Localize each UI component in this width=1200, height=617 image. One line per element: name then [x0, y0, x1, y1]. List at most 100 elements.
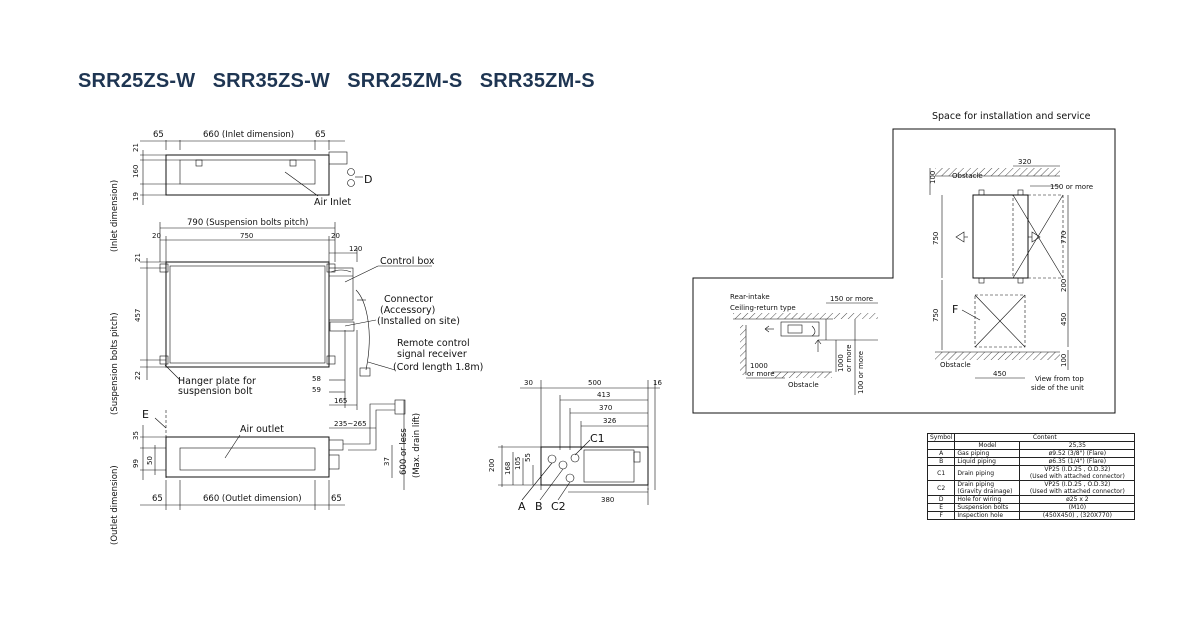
service-space: Space for installation and service Rear-…	[692, 111, 1116, 414]
label-a: A	[518, 500, 526, 513]
dim-100-bottom: 100	[1060, 354, 1068, 367]
spec-item: Hole for wiring	[954, 495, 1021, 504]
dim-320: 320	[1018, 158, 1031, 166]
side-view: 30 500 16 413 370 326 C1 200 168 105 55 …	[488, 379, 662, 513]
dim-20-left: 20	[152, 232, 161, 240]
dim-150-more-a: 150 or more	[830, 295, 873, 303]
dim-750: 750	[240, 232, 253, 240]
dim-326: 326	[603, 417, 617, 425]
dim-200-side: 200	[488, 459, 496, 472]
view-note-2: side of the unit	[1031, 384, 1084, 392]
spec-table: Symbol Content Model 25,35 A Gas piping …	[926, 433, 1136, 520]
label-remote-3: (Cord length 1.8m)	[393, 362, 483, 373]
dim-380: 380	[601, 496, 614, 504]
label-air-outlet: Air outlet	[240, 424, 284, 435]
label-obstacle-bottom: Obstacle	[940, 361, 971, 369]
spec-header-row: Symbol Content	[926, 433, 1136, 442]
dim-65-left-bottom: 65	[152, 494, 163, 504]
dim-370: 370	[599, 404, 612, 412]
dim-235-265: 235~265	[334, 420, 367, 428]
table-row: Model 25,35	[926, 441, 1136, 450]
spec-content: ø9.52 (3/8") (Flare)	[1019, 449, 1136, 458]
dim-19-top: 19	[132, 192, 140, 201]
spec-item-note: (Gravity drainage)	[957, 488, 1013, 495]
table-row: F Inspection hole (450X450) , (320X770)	[926, 511, 1136, 520]
top-view-space: Obstacle 320 100 150 or more 750 770	[929, 158, 1093, 392]
spec-content-note: (Used with attached connector)	[1029, 488, 1125, 495]
label-control-box: Control box	[380, 256, 435, 267]
dim-30: 30	[524, 379, 533, 387]
label-c2: C2	[551, 500, 566, 513]
spec-header-content: Content	[954, 433, 1136, 442]
label-obstacle-a: Obstacle	[788, 381, 819, 389]
spec-item: Drain piping	[957, 481, 995, 488]
dim-450-h: 450	[993, 370, 1006, 378]
spec-symbol: B	[926, 457, 956, 466]
dim-750-top: 750	[932, 232, 940, 245]
dim-105: 105	[514, 457, 522, 470]
spec-content: 25,35	[1019, 441, 1136, 450]
dim-max-drain: (Max. drain lift)	[412, 413, 422, 478]
label-connector-2: (Accessory)	[380, 305, 435, 316]
spec-content: (M10)	[1019, 503, 1136, 512]
table-row: A Gas piping ø9.52 (3/8") (Flare)	[926, 449, 1136, 458]
dim-65-right: 65	[315, 130, 326, 140]
spec-item: Drain piping	[954, 465, 1021, 481]
dim-16: 16	[653, 379, 662, 387]
dim-1000-a: 1000	[750, 362, 768, 370]
dim-750-bottom: 750	[932, 309, 940, 322]
dim-99: 99	[132, 459, 140, 468]
dim-59: 59	[312, 386, 321, 394]
dim-200: 200	[1060, 279, 1068, 292]
dim-20-right: 20	[331, 232, 340, 240]
label-c1: C1	[590, 432, 605, 445]
spec-symbol	[926, 441, 956, 450]
spec-header-symbol: Symbol	[926, 433, 956, 442]
dim-21-top: 21	[132, 143, 140, 152]
spec-symbol: C1	[926, 465, 956, 481]
label-susp-pitch: (Suspension bolts pitch)	[110, 312, 120, 415]
spec-symbol: C2	[926, 480, 956, 496]
label-hanger-1: Hanger plate for	[178, 376, 256, 387]
dim-outlet: 660 (Outlet dimension)	[203, 494, 302, 504]
dim-100-top: 100	[929, 171, 937, 184]
top-view: 65 660 (Inlet dimension) 65 21 160 19 (I…	[110, 130, 372, 252]
dim-21-front: 21	[134, 253, 142, 262]
label-rear-intake-2: Ceiling-return type	[730, 304, 796, 312]
label-remote-2: signal receiver	[397, 349, 467, 360]
dim-55: 55	[524, 453, 532, 462]
dim-inlet: 660 (Inlet dimension)	[203, 130, 294, 140]
label-air-inlet: Air Inlet	[314, 197, 351, 208]
spec-item: Suspension bolts	[954, 503, 1021, 512]
dim-bolts-pitch: 790 (Suspension bolts pitch)	[187, 218, 308, 228]
dim-120: 120	[349, 245, 362, 253]
label-hanger-2: suspension bolt	[178, 386, 253, 397]
dim-450-v: 450	[1060, 313, 1068, 326]
page-title: SRR25ZS-W SRR35ZS-W SRR25ZM-S SRR35ZM-S	[78, 70, 595, 92]
label-remote-1: Remote control	[397, 338, 470, 349]
dim-100-more: 100 or more	[857, 351, 865, 394]
label-f: F	[952, 303, 958, 316]
rear-intake-diagram: Rear-intake Ceiling-return type 150 or m…	[730, 293, 878, 395]
dim-58: 58	[312, 375, 321, 383]
label-rear-intake-1: Rear-intake	[730, 293, 770, 301]
dim-168: 168	[504, 462, 512, 475]
dim-150-more-b: 150 or more	[1050, 183, 1093, 191]
dim-22: 22	[134, 371, 142, 380]
dim-1000-b2: or more	[845, 344, 853, 372]
label-connector-1: Connector	[384, 294, 433, 305]
spec-content: VP25 (I.D.25 , O.D.32)	[1044, 481, 1111, 488]
table-row: C1 Drain piping VP25 (I.D.25 , O.D.32)(U…	[926, 465, 1136, 481]
bottom-view: E Air outlet 235~265 35 99 50 37 600 or …	[110, 399, 422, 545]
dim-457: 457	[134, 309, 142, 322]
spec-item: Gas piping	[954, 449, 1021, 458]
spec-symbol: D	[926, 495, 956, 504]
label-connector-3: (Installed on site)	[377, 316, 460, 327]
dim-65-left: 65	[153, 130, 164, 140]
dim-50: 50	[146, 456, 154, 465]
spec-content: VP25 (I.D.25 , O.D.32)	[1044, 466, 1111, 473]
spec-symbol: E	[926, 503, 956, 512]
dim-160-top: 160	[132, 165, 140, 178]
dim-500: 500	[588, 379, 601, 387]
